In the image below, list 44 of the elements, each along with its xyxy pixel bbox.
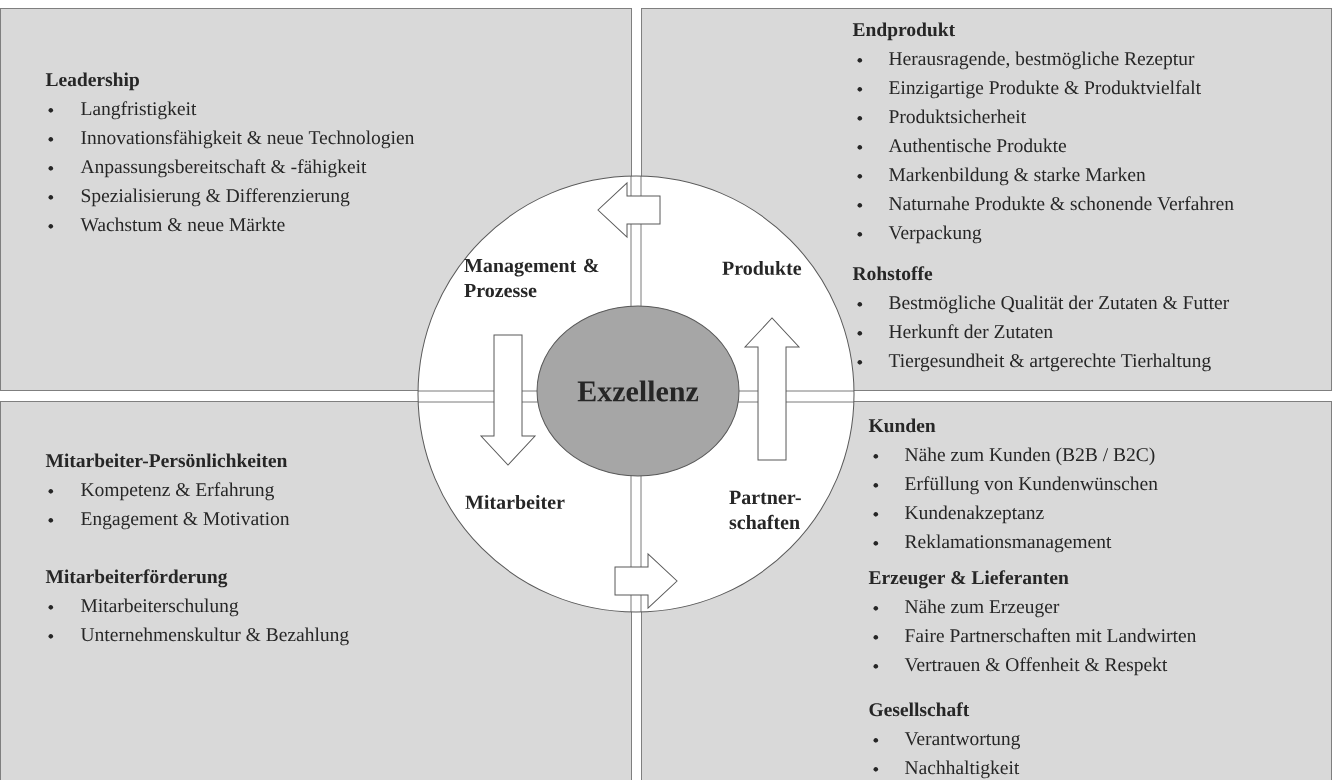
list-item: Unternehmenskultur & Bezahlung xyxy=(80,627,349,646)
heading: Mitarbeiter-Persönlichkeiten xyxy=(45,453,288,468)
list-item: Bestmögliche Qualität der Zutaten & Futter xyxy=(889,295,1229,314)
block-arrow xyxy=(480,334,536,466)
list-item: Reklamationsmanagement xyxy=(905,534,1112,553)
list-item: Markenbildung & starke Marken xyxy=(889,167,1146,186)
list-item: Produktsicherheit xyxy=(889,109,1026,124)
sector-label: Management & Prozesse xyxy=(464,258,599,298)
heading: Mitarbeiterförderung xyxy=(45,569,228,588)
list-item: Wachstum & neue Märkte xyxy=(80,217,285,232)
heading: Endprodukt xyxy=(852,22,955,41)
heading: Kunden xyxy=(868,418,936,433)
list-item: Spezialisierung & Differenzierung xyxy=(81,188,350,207)
list-item: Verpackung xyxy=(888,225,982,244)
sector-label: Produkte xyxy=(722,260,802,276)
sector-label: Partner- schaften xyxy=(729,490,801,530)
list-item: Mitarbeiterschulung xyxy=(81,598,239,617)
list-item: Herausragende, bestmögliche Rezeptur xyxy=(889,51,1195,70)
list-item: Tiergesundheit & artgerechte Tierhaltung xyxy=(888,353,1211,372)
list-item: Nachhaltigkeit xyxy=(905,760,1020,779)
list-item: Vertrauen & Offenheit & Respekt xyxy=(904,657,1168,676)
list-item: Innovationsfähigkeit & neue Technologien xyxy=(81,130,415,149)
list-item: Langfristigkeit xyxy=(81,101,197,120)
list-item: Nähe zum Kunden (B2B / B2C) xyxy=(905,447,1155,466)
list-item: Naturnahe Produkte & schonende Verfahren xyxy=(889,196,1234,211)
list-item: Nähe zum Erzeuger xyxy=(905,599,1060,618)
heading: Erzeuger & Lieferanten xyxy=(868,570,1069,589)
heading: Rohstoffe xyxy=(852,266,933,281)
list-item: Herkunft der Zutaten xyxy=(889,324,1053,339)
block-arrow xyxy=(614,553,678,609)
list-item: Erfüllung von Kundenwünschen xyxy=(905,476,1158,495)
heading: Gesellschaft xyxy=(869,702,970,717)
list-item: Verantwortung xyxy=(904,732,1021,750)
sector-label: Mitarbeiter xyxy=(465,494,565,510)
list-item: Faire Partnerschaften mit Landwirten xyxy=(905,628,1197,643)
list-item: Einzigartige Produkte & Produktvielfalt xyxy=(889,80,1201,99)
list-item: Kundenakzeptanz xyxy=(905,505,1044,524)
block-arrow xyxy=(597,182,661,238)
block-arrow xyxy=(744,317,800,461)
list-item: Engagement & Motivation xyxy=(81,512,290,530)
list-item: Authentische Produkte xyxy=(888,138,1066,153)
list-item: Kompetenz & Erfahrung xyxy=(81,482,274,501)
heading: Leadership xyxy=(45,72,139,91)
list-item: Anpassungsbereitschaft & -fähigkeit xyxy=(80,159,367,178)
